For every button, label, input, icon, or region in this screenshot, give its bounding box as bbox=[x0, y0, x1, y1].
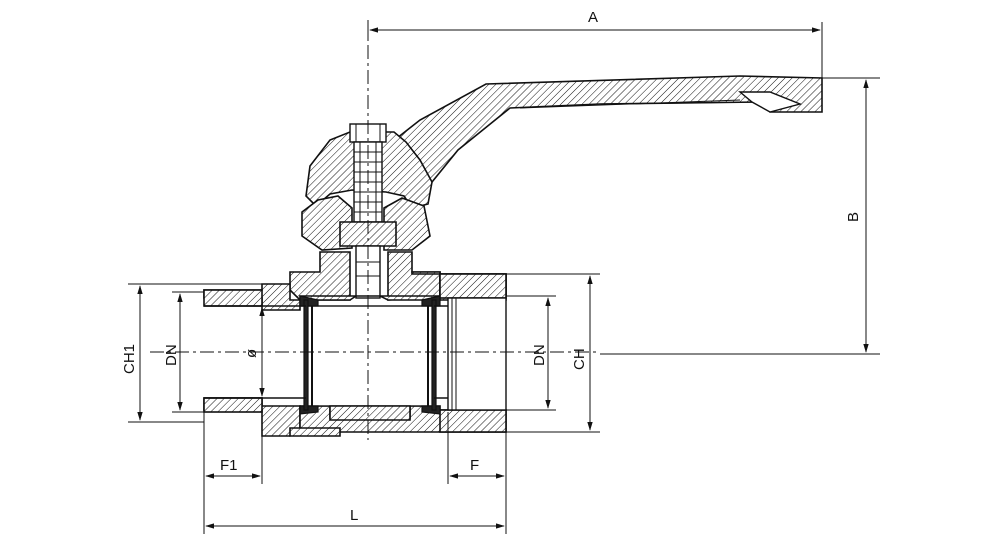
dimension-dn-left-label: DN bbox=[163, 344, 180, 366]
dimension-b: B bbox=[600, 77, 880, 355]
dimension-l: L bbox=[203, 484, 505, 534]
dimension-ch1-label: CH1 bbox=[121, 344, 138, 374]
centerlines bbox=[150, 20, 600, 440]
dimension-a: A bbox=[367, 9, 823, 78]
dimension-dn-left: DN bbox=[163, 291, 204, 413]
dimension-f-label: F bbox=[470, 457, 479, 474]
dimension-f1: F1 bbox=[203, 412, 263, 484]
bore-lines bbox=[204, 305, 448, 399]
dimension-dn-right-label: DN bbox=[531, 344, 548, 366]
dimension-b-label: B bbox=[845, 212, 862, 222]
dimension-bore-label: ø bbox=[243, 349, 260, 358]
dimension-f1-label: F1 bbox=[220, 457, 238, 474]
dimension-dn-right: DN bbox=[506, 295, 556, 411]
lever-handle bbox=[391, 75, 823, 187]
dimension-l-label: L bbox=[350, 507, 358, 524]
dimension-a-label: A bbox=[588, 9, 598, 26]
right-connector bbox=[439, 273, 507, 433]
ball-assembly bbox=[299, 295, 441, 421]
dimension-f: F bbox=[447, 412, 507, 534]
dimension-ch-label: CH bbox=[571, 348, 588, 370]
dimension-bore: ø bbox=[243, 307, 265, 397]
dimension-ch: CH bbox=[506, 273, 600, 433]
dimension-ch1: CH1 bbox=[121, 283, 262, 423]
valve-neck bbox=[289, 251, 441, 301]
